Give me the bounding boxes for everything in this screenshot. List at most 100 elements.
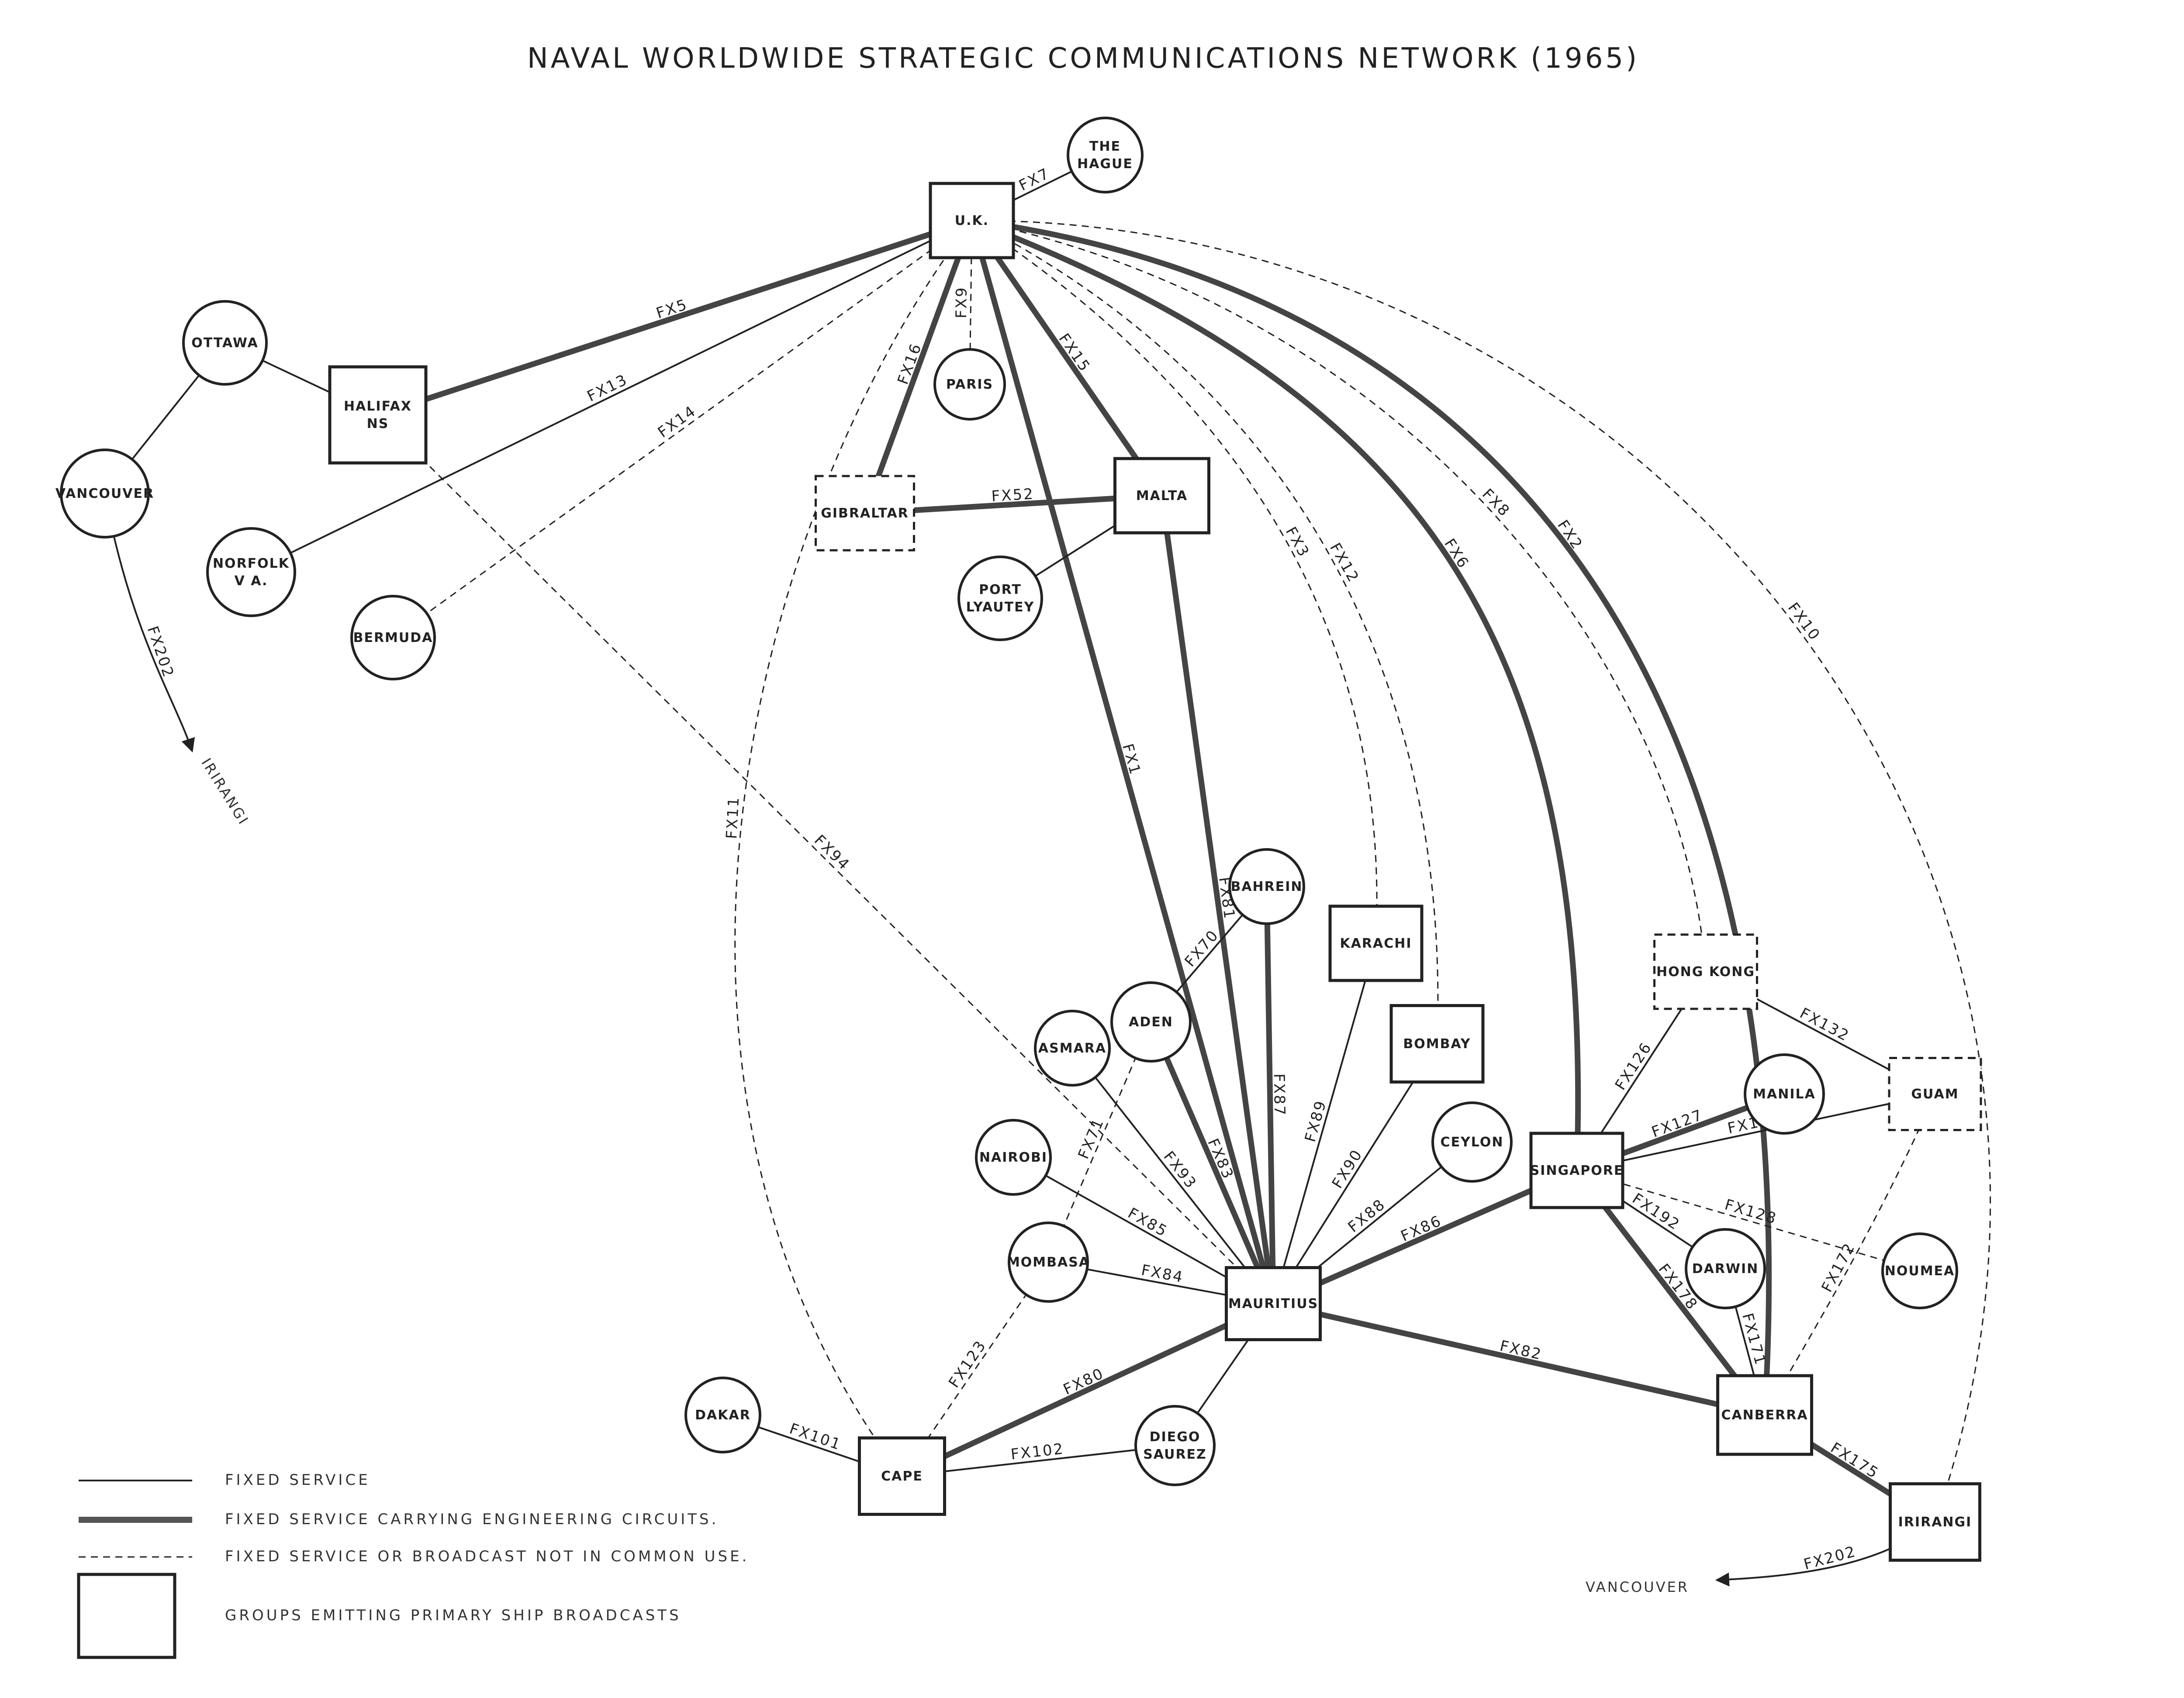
legend-primary-swatch bbox=[77, 1573, 176, 1659]
edge-label-fx87: FX87 bbox=[1270, 1073, 1289, 1117]
node-bermuda-label: BERMUDA bbox=[353, 630, 433, 645]
node-guam: GUAM bbox=[1888, 1057, 1982, 1131]
node-darwin-label: DARWIN bbox=[1692, 1261, 1759, 1277]
edge-uk-norfolk bbox=[251, 220, 972, 573]
edge-karachi-mauritius bbox=[1272, 943, 1377, 1304]
node-hongkong-shape bbox=[1653, 933, 1758, 1010]
node-noumea-label: NOUMEA bbox=[1885, 1263, 1955, 1279]
node-mauritius-shape bbox=[1225, 1266, 1322, 1341]
node-hague-shape bbox=[1067, 117, 1144, 193]
legend-dashed-label: FIXED SERVICE OR BROADCAST NOT IN COMMON… bbox=[225, 1548, 749, 1565]
edge-cape-diego bbox=[902, 1445, 1175, 1477]
edge-label-fx9: FX9 bbox=[953, 286, 971, 318]
edge-label-fx71: FX71 bbox=[1075, 1115, 1108, 1162]
node-irirangi-shape bbox=[1889, 1482, 1981, 1562]
node-mauritius-label: MAURITIUS bbox=[1228, 1296, 1318, 1311]
node-bermuda: BERMUDA bbox=[350, 595, 436, 680]
node-manila-label: MANILA bbox=[1753, 1087, 1816, 1102]
node-paris-label: PARIS bbox=[946, 377, 993, 392]
node-paris-shape bbox=[933, 348, 1006, 421]
edge-malta-mauritius bbox=[1159, 495, 1276, 1304]
node-manila-shape bbox=[1744, 1053, 1825, 1135]
node-vancouver-label: VANCOUVER bbox=[55, 486, 154, 501]
node-mombasa-label: MOMBASA bbox=[1007, 1255, 1090, 1270]
edge-label-fx12: FX12 bbox=[1326, 540, 1362, 586]
edge-uk-halifax bbox=[377, 217, 973, 418]
node-guam-shape bbox=[1888, 1057, 1982, 1131]
edge-label-fx52: FX52 bbox=[991, 485, 1035, 505]
edge-uk-malta bbox=[969, 219, 1165, 497]
node-diego-shape bbox=[1134, 1405, 1216, 1486]
node-aden: ADEN bbox=[1110, 981, 1192, 1063]
vancouver-arrow-label: VANCOUVER bbox=[1586, 1579, 1689, 1595]
edge-label-fx171: FX171 bbox=[1738, 1311, 1769, 1368]
edge-uk-bombay bbox=[971, 220, 1439, 1044]
node-nairobi-label: NAIROBI bbox=[979, 1150, 1047, 1165]
node-bombay: BOMBAY bbox=[1389, 1004, 1485, 1084]
legend-engineering-label: FIXED SERVICE CARRYING ENGINEERING CIRCU… bbox=[225, 1511, 719, 1528]
edge-uk-bermuda bbox=[393, 220, 972, 638]
edge-cape-mauritius bbox=[901, 1301, 1275, 1479]
node-bermuda-shape bbox=[350, 595, 436, 680]
node-noumea-shape bbox=[1881, 1232, 1958, 1309]
legend-fixed-label: FIXED SERVICE bbox=[225, 1471, 370, 1489]
diagram-title: NAVAL WORLDWIDE STRATEGIC COMMUNICATIONS… bbox=[527, 42, 1639, 75]
node-asmara-shape bbox=[1034, 1010, 1111, 1087]
node-darwin-shape bbox=[1685, 1228, 1766, 1309]
node-asmara-label: ASMARA bbox=[1038, 1041, 1106, 1056]
edge-label-fx101: FX101 bbox=[787, 1420, 843, 1454]
node-nairobi: NAIROBI bbox=[975, 1119, 1052, 1196]
node-norfolk-shape bbox=[206, 527, 296, 617]
node-vancouver-shape bbox=[60, 449, 150, 538]
node-aden-shape bbox=[1110, 981, 1192, 1063]
node-noumea: NOUMEA bbox=[1881, 1232, 1958, 1309]
edge-uk-hongkong bbox=[971, 220, 1707, 972]
node-canberra-label: CANBERRA bbox=[1721, 1408, 1808, 1423]
node-malta: MALTA bbox=[1113, 457, 1210, 535]
edge-label-fx102: FX102 bbox=[1010, 1440, 1065, 1463]
edge-singapore-noumea bbox=[1576, 1170, 1920, 1272]
edge-aden-mombasa bbox=[1047, 1022, 1152, 1263]
edge-singapore-guam bbox=[1576, 1093, 1935, 1171]
node-karachi-label: KARACHI bbox=[1340, 936, 1412, 951]
edge-aden-mauritius bbox=[1148, 1021, 1276, 1305]
node-gibraltar: GIBRALTAR bbox=[815, 475, 915, 552]
edge-singapore-mauritius bbox=[1272, 1168, 1578, 1306]
node-lyautey-shape bbox=[957, 556, 1043, 641]
edge-label-fx90: FX90 bbox=[1329, 1146, 1366, 1191]
node-ceylon-shape bbox=[1431, 1101, 1513, 1183]
irirangi-arrow-label: IRIRANGI bbox=[198, 755, 252, 828]
node-manila: MANILA bbox=[1744, 1053, 1825, 1135]
edge-vancouver-irirangi_arrow bbox=[104, 493, 195, 753]
node-irirangi: IRIRANGI bbox=[1889, 1482, 1981, 1562]
node-paris: PARIS bbox=[933, 348, 1006, 421]
node-malta-shape bbox=[1113, 457, 1210, 535]
edge-label-fx123: FX123 bbox=[945, 1337, 990, 1391]
node-ceylon: CEYLON bbox=[1431, 1101, 1513, 1183]
node-ottawa-shape bbox=[182, 300, 268, 386]
edge-label-fx192: FX192 bbox=[1629, 1190, 1683, 1234]
node-darwin: DARWIN bbox=[1685, 1228, 1766, 1309]
edge-label-fx128: FX128 bbox=[1723, 1196, 1779, 1228]
edge-label-fx126: FX126 bbox=[1612, 1039, 1655, 1094]
node-nairobi-shape bbox=[975, 1119, 1052, 1196]
node-halifax-shape bbox=[328, 365, 428, 465]
node-aden-label: ADEN bbox=[1129, 1015, 1173, 1030]
node-dakar: DAKAR bbox=[684, 1377, 761, 1453]
edge-uk-cape bbox=[734, 220, 973, 1477]
node-mombasa-shape bbox=[1008, 1222, 1089, 1303]
node-asmara: ASMARA bbox=[1034, 1010, 1111, 1087]
node-ottawa: OTTAWA bbox=[182, 300, 268, 386]
node-canberra: CANBERRA bbox=[1716, 1374, 1813, 1456]
node-bahrein: BAHREIN bbox=[1228, 848, 1305, 925]
edge-label-fx94: FX94 bbox=[811, 832, 854, 874]
edge-mombasa-cape bbox=[901, 1262, 1049, 1477]
